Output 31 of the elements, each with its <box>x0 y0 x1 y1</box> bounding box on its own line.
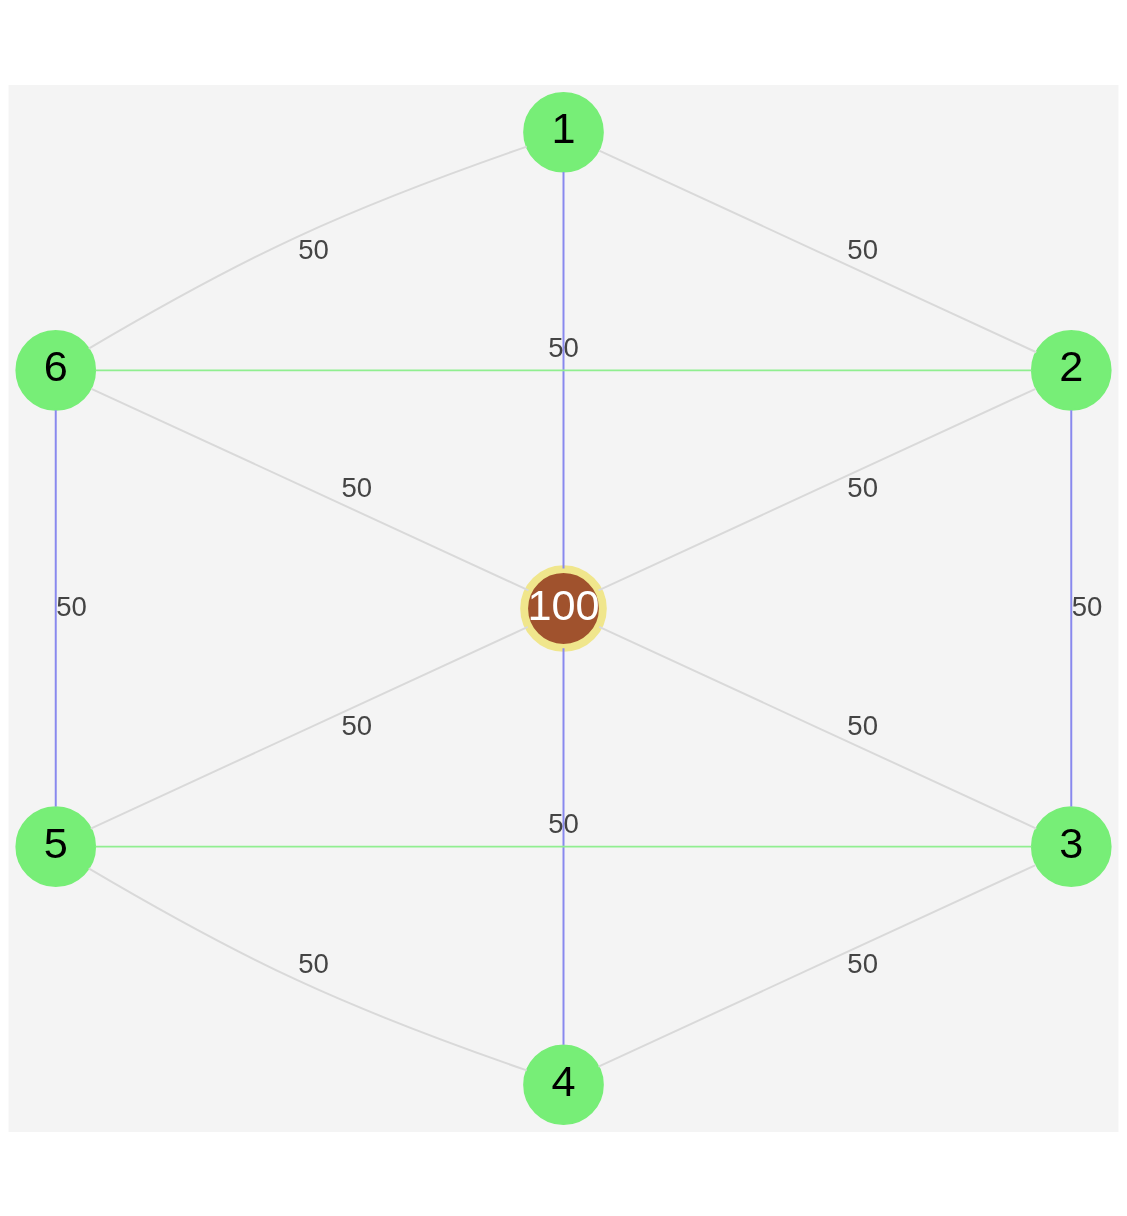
connector <box>54 408 57 808</box>
node-circle: 2 <box>1030 329 1112 411</box>
connector <box>1070 408 1073 808</box>
connector <box>562 170 565 569</box>
connector <box>87 145 528 350</box>
edge-label: 50 <box>341 471 373 503</box>
edge-label: 50 <box>847 233 878 265</box>
connector <box>597 387 1037 591</box>
edge-label: 50 <box>298 233 329 265</box>
edge-label: 50 <box>1071 590 1103 622</box>
node-circle: 1 <box>523 91 604 173</box>
edge-label: 50 <box>847 709 878 741</box>
node-circle: 6 <box>15 329 97 411</box>
connector <box>94 368 1033 371</box>
edge-label: 50 <box>56 590 87 622</box>
connector <box>87 866 528 1071</box>
connector <box>89 625 529 829</box>
edge-label: 50 <box>847 471 878 503</box>
node-circle: 4 <box>523 1043 604 1125</box>
connector <box>562 646 565 1046</box>
connector <box>598 625 1038 829</box>
connector <box>597 863 1037 1068</box>
edge-label: 50 <box>298 947 329 979</box>
node-circle: 3 <box>1030 805 1112 887</box>
edge-label: 50 <box>847 947 878 979</box>
node-circle: 5 <box>15 805 97 887</box>
connector <box>90 387 530 591</box>
node-circle: 100 <box>520 564 607 652</box>
edge-label: 50 <box>341 709 373 741</box>
connector <box>94 845 1033 848</box>
connector <box>598 149 1038 353</box>
